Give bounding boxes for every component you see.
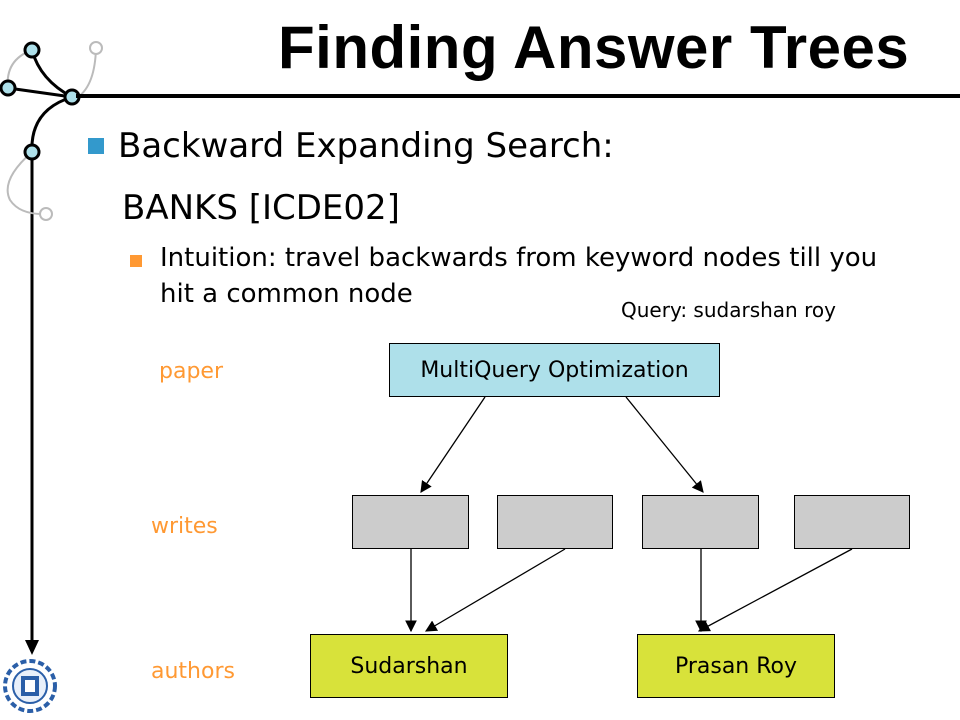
level-label-authors: authors: [151, 659, 235, 684]
edge-paper-to-writes-3: [625, 396, 704, 493]
page-title: Finding Answer Trees: [278, 14, 910, 81]
writes-node: [794, 495, 910, 549]
level-label-paper: paper: [159, 359, 223, 384]
author-node-sudarshan: Sudarshan: [310, 634, 508, 698]
main-bullet-marker: [88, 138, 104, 154]
sub-bullet-marker: [130, 255, 142, 267]
level-label-writes: writes: [151, 514, 218, 539]
edge-writes-4-to-prasan-roy: [697, 548, 853, 632]
edge-writes-2-to-sudarshan: [424, 548, 566, 632]
edge-paper-to-writes-1: [420, 396, 486, 493]
sub-bullet-text: Intuition: travel backwards from keyword…: [160, 243, 878, 309]
writes-node: [497, 495, 613, 549]
author-node-prasan-roy: Prasan Roy: [637, 634, 835, 698]
main-bullet-continuation: BANKS [ICDE02]: [122, 188, 400, 228]
paper-node-multiquery-optimization: MultiQuery Optimization: [389, 343, 720, 397]
title-underline: [76, 94, 960, 98]
query-label: Query: sudarshan roy: [621, 298, 836, 322]
writes-node: [642, 495, 759, 549]
main-bullet-text: Backward Expanding Search:: [118, 126, 614, 166]
writes-node: [352, 495, 469, 549]
